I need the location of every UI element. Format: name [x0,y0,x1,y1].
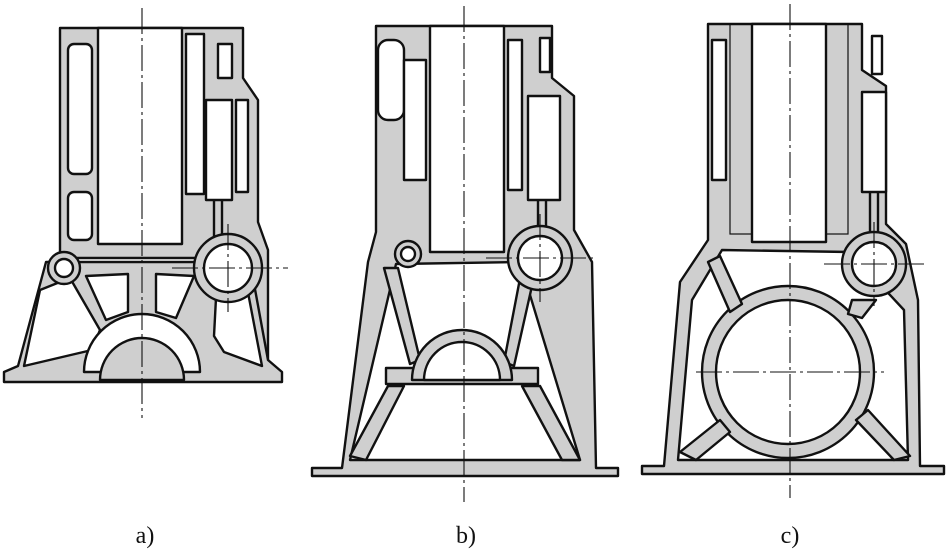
section-a-cutout-mid-left [84,272,130,322]
section-a-port-tall [204,98,234,202]
section-c-drawing [640,4,946,498]
section-c-cylinder-bore [750,22,828,244]
section-b-port-tall [526,94,562,202]
section-c-right-lower-rib [854,408,912,462]
section-c-water-jacket [710,38,728,182]
section-b-water-jacket-upper [376,38,406,122]
section-c-right-upper-rib [846,298,878,320]
section-c-liner-right [825,23,849,235]
caption-c: c) [780,523,800,549]
caption-a: a) [135,523,155,549]
section-c-port-tall [860,90,888,194]
section-a-port-small [216,42,234,80]
section-b-cylinder-bore [428,24,506,254]
section-b-side-shaft-inner [399,245,417,263]
caption-b: b) [456,523,476,549]
section-c-left-upper-rib [706,254,744,314]
section-a-port-right [234,98,250,194]
section-b-port-small [538,36,552,74]
section-b-drawing [310,6,620,502]
section-a-water-jacket-lower [66,190,94,242]
section-c-liner-left [729,23,753,235]
section-b-lower-right-rib [520,384,582,462]
section-b-water-jacket-lower [402,58,428,182]
section-a-side-shaft-inner [53,257,75,279]
section-a-gallery-slot [184,32,206,196]
section-a-cylinder-bore [96,26,184,246]
section-a-water-jacket-upper [66,42,94,176]
section-a-cutout-mid-right [154,272,196,320]
section-c-port-small [870,34,884,76]
section-b-lower-left-rib [348,384,406,462]
section-b-gallery-slot [506,38,524,192]
section-a-drawing [2,8,288,418]
section-c-left-lower-rib [678,418,732,462]
